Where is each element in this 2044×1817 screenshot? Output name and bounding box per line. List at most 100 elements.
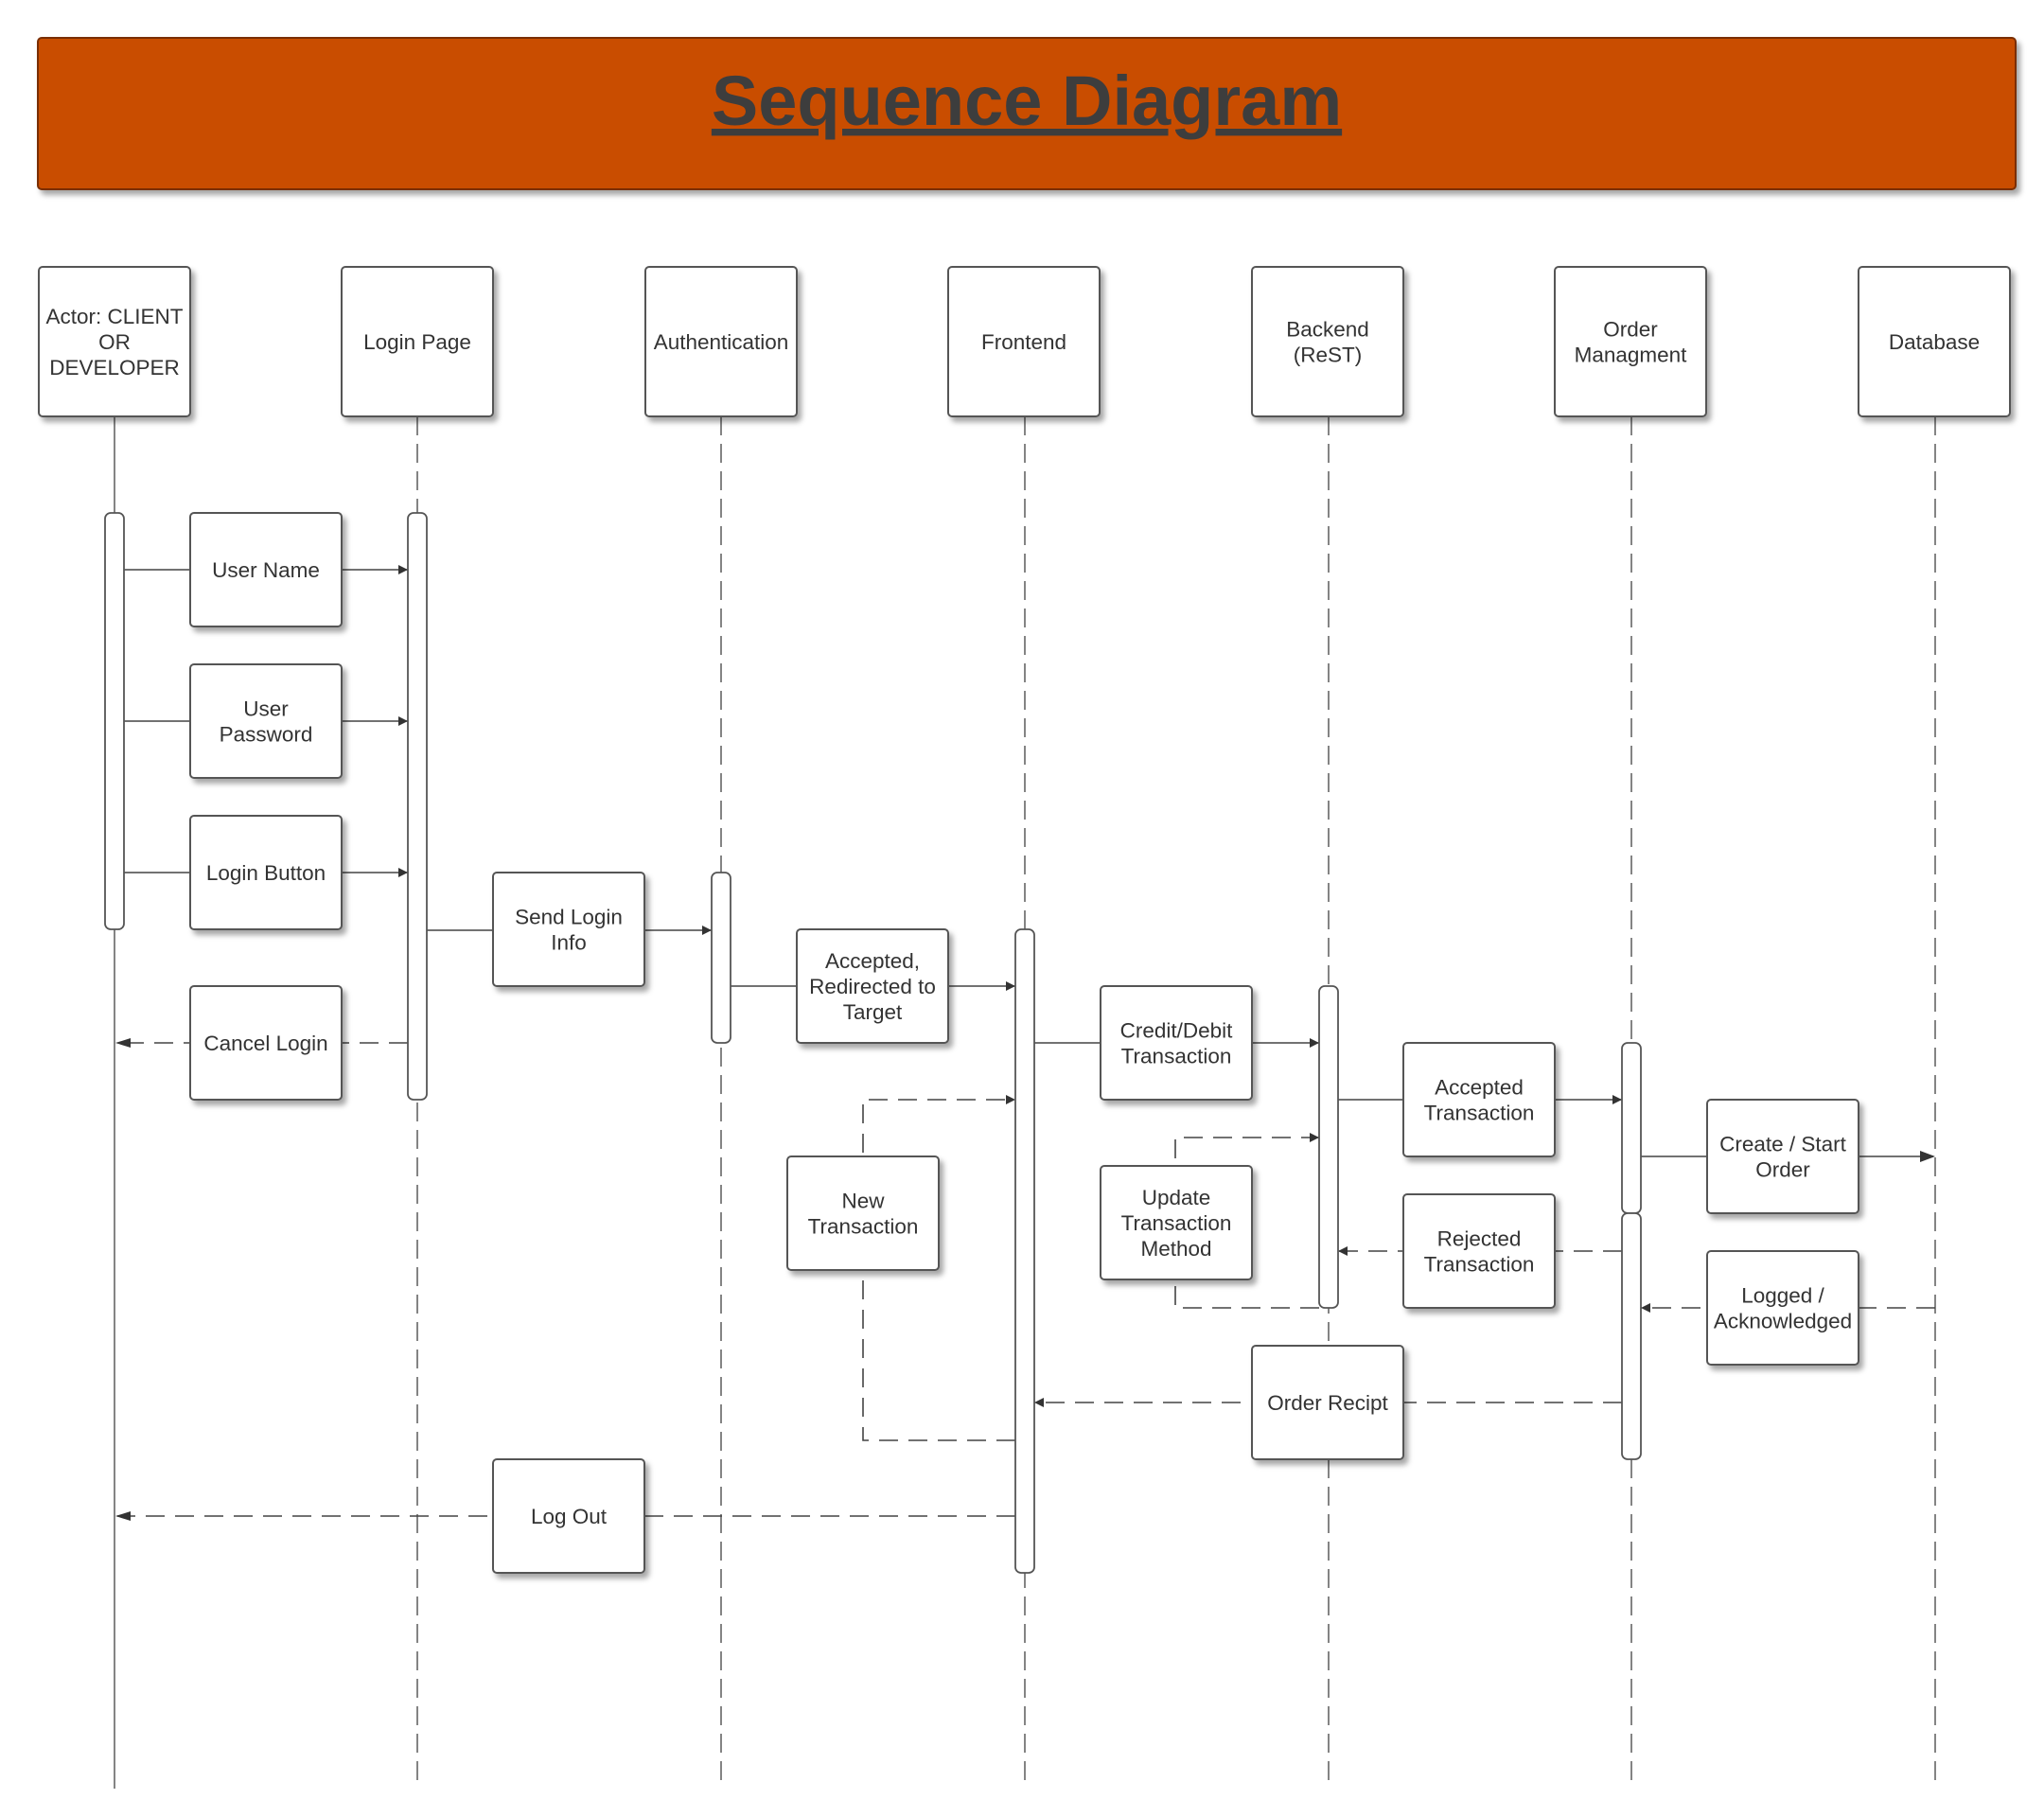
participant-actor-label-line: OR xyxy=(98,330,131,354)
message-logged-acknowledged-label-line: Acknowledged xyxy=(1714,1310,1852,1333)
message-new-transaction-label-line: Transaction xyxy=(808,1215,919,1239)
message-accepted-redirected-label-line: Redirected to xyxy=(809,975,936,998)
message-logged-acknowledged: Logged /Acknowledged xyxy=(1706,1250,1859,1366)
message-accepted-transaction-label-line: Transaction xyxy=(1424,1102,1535,1125)
activation-order-managment-1 xyxy=(1621,1042,1642,1214)
participant-order-managment-box xyxy=(1554,266,1707,417)
participant-authentication: Authentication xyxy=(644,266,798,417)
message-rejected-transaction-label-line: Rejected xyxy=(1437,1227,1522,1251)
participant-login-page-box xyxy=(341,266,494,417)
participant-frontend-label-line: Frontend xyxy=(981,330,1066,354)
diagram-title: Sequence Diagram xyxy=(712,62,1342,140)
message-credit-debit-label-line: Credit/Debit xyxy=(1120,1019,1234,1043)
message-credit-debit-box xyxy=(1100,985,1253,1101)
message-login-button: Login Button xyxy=(189,815,343,930)
participant-backend: Backend(ReST) xyxy=(1251,266,1404,417)
participant-order-managment-label-line: Managment xyxy=(1575,344,1688,367)
message-credit-debit-label-line: Transaction xyxy=(1121,1045,1232,1068)
message-accepted-transaction-box xyxy=(1402,1042,1556,1157)
participant-login-page: Login Page xyxy=(341,266,494,417)
arrowhead-user-name xyxy=(398,565,408,574)
message-user-password-label-line: User xyxy=(243,697,289,721)
message-create-start-order-box xyxy=(1706,1099,1859,1214)
activation-frontend xyxy=(1014,928,1035,1574)
message-cancel-login-label-line: Cancel Login xyxy=(203,1032,327,1055)
message-rejected-transaction-box xyxy=(1402,1193,1556,1309)
header-banner: Sequence Diagram xyxy=(37,37,2017,190)
arrowhead-cancel-login xyxy=(115,1038,131,1048)
connector-update-transaction-method xyxy=(1174,1137,1319,1309)
message-logged-acknowledged-box xyxy=(1706,1250,1859,1366)
message-order-recipt-box xyxy=(1251,1345,1404,1460)
participant-backend-box xyxy=(1251,266,1404,417)
message-create-start-order-label-line: Create / Start xyxy=(1719,1133,1847,1156)
message-rejected-transaction-label-line: Transaction xyxy=(1424,1253,1535,1277)
activation-bars xyxy=(104,512,1642,1574)
participant-authentication-label-line: Authentication xyxy=(654,330,789,354)
participant-order-managment-label-line: Order xyxy=(1603,318,1658,342)
message-update-transaction-method-box xyxy=(1100,1165,1253,1280)
message-user-password-box xyxy=(189,663,343,779)
message-log-out: Log Out xyxy=(492,1458,645,1574)
participant-database: Database xyxy=(1858,266,2011,417)
arrowhead-send-login-info xyxy=(702,926,712,935)
message-create-start-order-label-line: Order xyxy=(1755,1158,1810,1182)
message-cancel-login: Cancel Login xyxy=(189,985,343,1101)
participant-database-box xyxy=(1858,266,2011,417)
message-logged-acknowledged-label-line: Logged / xyxy=(1741,1284,1824,1308)
message-accepted-redirected-box xyxy=(796,928,949,1044)
message-user-name-box xyxy=(189,512,343,627)
arrowhead-create-start-order xyxy=(1920,1151,1935,1162)
participant-login-page-label-line: Login Page xyxy=(363,330,471,354)
arrowhead-accepted-transaction xyxy=(1612,1095,1622,1104)
activation-login-page xyxy=(407,512,428,1101)
participant-frontend: Frontend xyxy=(947,266,1101,417)
message-update-transaction-method-label-line: Transaction xyxy=(1121,1211,1232,1235)
message-login-button-box xyxy=(189,815,343,930)
message-send-login-info-box xyxy=(492,872,645,987)
message-accepted-transaction-label-line: Accepted xyxy=(1435,1076,1524,1100)
message-user-name-label-line: User Name xyxy=(212,558,320,582)
message-login-button-label-line: Login Button xyxy=(206,861,326,885)
arrowhead-user-password xyxy=(398,716,408,726)
activation-order-managment-2 xyxy=(1621,1212,1642,1460)
participant-backend-label-line: (ReST) xyxy=(1294,344,1363,367)
message-accepted-redirected-label-line: Accepted, xyxy=(825,949,920,973)
participant-frontend-box xyxy=(947,266,1101,417)
participant-actor-label-line: Actor: CLIENT xyxy=(45,305,183,328)
arrowhead-order-recipt xyxy=(1034,1398,1044,1407)
message-accepted-redirected-label-line: Target xyxy=(843,1000,903,1024)
activation-backend xyxy=(1318,985,1339,1309)
arrowhead-accepted-redirected xyxy=(1006,981,1015,991)
header-background xyxy=(37,37,2017,190)
arrowhead-new-transaction xyxy=(1006,1095,1015,1104)
message-order-recipt: Order Recipt xyxy=(1251,1345,1404,1460)
message-log-out-label-line: Log Out xyxy=(531,1505,608,1528)
message-user-password-label-line: Password xyxy=(220,723,313,747)
message-new-transaction-label-line: New xyxy=(841,1190,885,1213)
activation-actor xyxy=(104,512,125,930)
participant-backend-label-line: Backend xyxy=(1286,318,1369,342)
message-update-transaction-method-label-line: Update xyxy=(1142,1186,1211,1209)
message-send-login-info-label-line: Send Login xyxy=(515,906,623,929)
arrowhead-logged-acknowledged xyxy=(1641,1303,1650,1313)
activation-authentication xyxy=(711,872,731,1044)
arrowhead-update-transaction-method xyxy=(1310,1133,1319,1142)
participant-database-label-line: Database xyxy=(1889,330,1980,354)
message-cancel-login-box xyxy=(189,985,343,1101)
arrowhead-rejected-transaction xyxy=(1338,1246,1348,1256)
arrowhead-login-button xyxy=(398,868,408,877)
participant-actor-label-line: DEVELOPER xyxy=(49,356,180,379)
